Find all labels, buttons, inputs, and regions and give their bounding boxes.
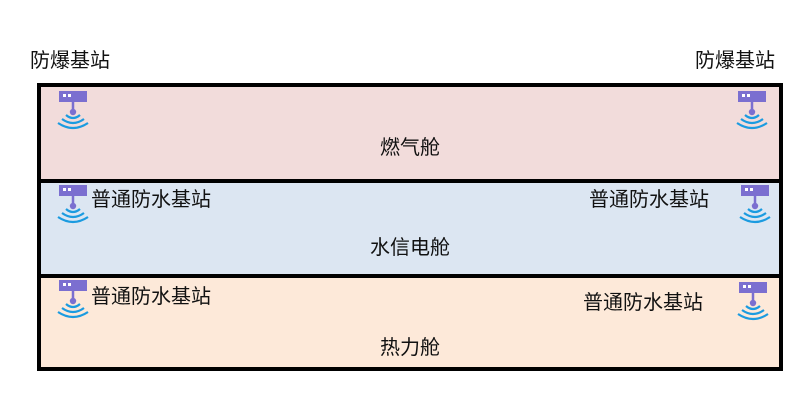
explosion-proof-station-label-left: 防爆基站 <box>30 48 110 72</box>
wireless-base-station-icon <box>53 89 93 133</box>
explosion-proof-station-label-right: 防爆基站 <box>695 48 775 72</box>
wireless-base-station-icon <box>733 280 773 324</box>
water-power-cabin: 普通防水基站 普通防水基站 水信电舱 <box>41 183 779 274</box>
utility-tunnel-frame: 燃气舱 普通防水基站 普通防水基站 水信电舱 普通防水基站 普通防水基站 热力舱 <box>37 83 783 371</box>
waterproof-station-label-left: 普通防水基站 <box>91 187 211 211</box>
wireless-base-station-icon <box>735 183 775 227</box>
water-power-cabin-label: 水信电舱 <box>370 235 450 259</box>
wireless-base-station-icon <box>53 183 93 227</box>
waterproof-station-label-right: 普通防水基站 <box>589 187 709 211</box>
heat-cabin: 普通防水基站 普通防水基站 热力舱 <box>41 278 779 367</box>
heat-cabin-label: 热力舱 <box>380 335 440 359</box>
gas-cabin-label: 燃气舱 <box>380 135 440 159</box>
waterproof-station-label-right: 普通防水基站 <box>583 290 703 314</box>
wireless-base-station-icon <box>732 89 772 133</box>
gas-cabin: 燃气舱 <box>41 87 779 179</box>
wireless-base-station-icon <box>53 278 93 322</box>
waterproof-station-label-left: 普通防水基站 <box>91 284 211 308</box>
